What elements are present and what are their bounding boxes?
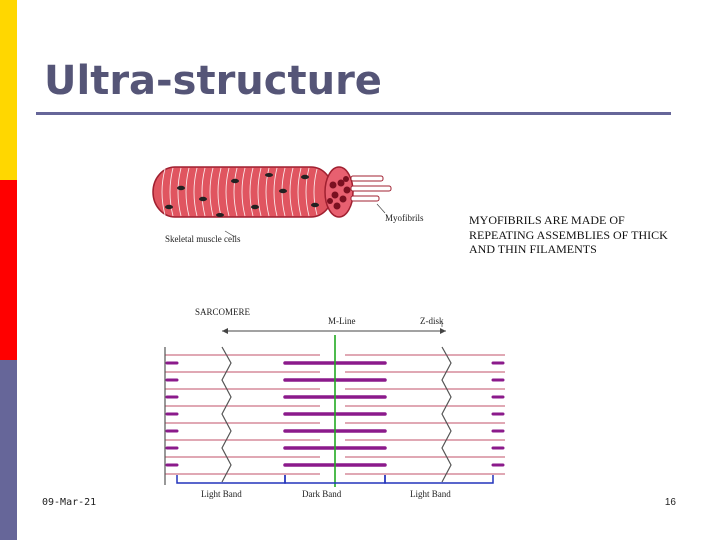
sarcomere-label: SARCOMERE	[195, 307, 251, 317]
page-number: 16	[664, 497, 676, 508]
slide-title: Ultra-structure	[44, 58, 382, 104]
z-disk-label: Z-disk	[420, 316, 444, 326]
title-underline	[36, 112, 671, 115]
muscle-diagram-svg: Myofibrils Skeletal muscle cells SARCOME…	[152, 166, 505, 499]
skeletal-muscle-cells-label: Skeletal muscle cells	[165, 234, 241, 244]
footer-date: 09-Mar-21	[42, 497, 97, 508]
myofibrils-label: Myofibrils	[385, 213, 424, 223]
skeletal-muscle-pointer	[224, 230, 236, 238]
slide-caption: MYOFIBRILS ARE MADE OF REPEATING ASSEMBL…	[469, 213, 668, 256]
m-line-label: M-Line	[328, 316, 356, 326]
light-band-left-label: Light Band	[201, 489, 242, 499]
sidebar-accent-blue	[0, 360, 17, 540]
dark-band-label: Dark Band	[302, 489, 342, 499]
sidebar-accent-red	[0, 180, 17, 360]
myofibrils-pointer	[376, 203, 386, 214]
light-band-right-label: Light Band	[410, 489, 451, 499]
sidebar-accent-yellow	[0, 0, 17, 180]
muscle-fiber-illustration	[152, 166, 392, 218]
sarcomere-diagram: SARCOMERE M-Line Z-disk	[164, 307, 505, 499]
muscle-ultrastructure-figure: Myofibrils Skeletal muscle cells SARCOME…	[145, 155, 515, 505]
